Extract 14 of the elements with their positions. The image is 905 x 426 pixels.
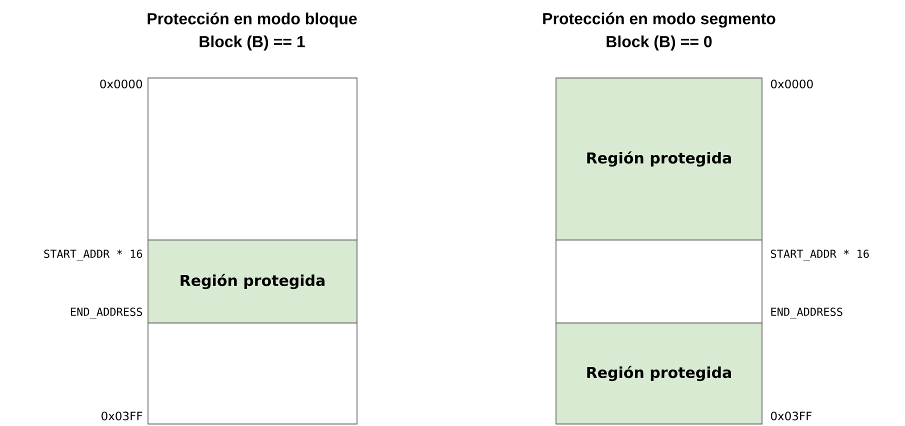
memory-band xyxy=(148,78,358,240)
address-label: START_ADDR * 16 xyxy=(770,250,869,260)
memory-band xyxy=(556,240,762,324)
memory-band xyxy=(148,322,358,424)
address-label: END_ADDRESS xyxy=(771,308,842,318)
protected-region-band: Región protegida xyxy=(556,322,762,424)
panel-heading: Protección en modo segmento xyxy=(543,12,776,28)
panel-heading: Block (B) == 0 xyxy=(606,36,712,50)
panel-heading: Block (B) == 1 xyxy=(200,36,305,50)
address-label: START_ADDR * 16 xyxy=(44,250,142,260)
panel-heading: Protección en modo bloque xyxy=(148,12,357,28)
protected-region-band: Región protegida xyxy=(556,78,762,240)
protected-region-band: Región protegida xyxy=(148,240,358,324)
address-label: END_ADDRESS xyxy=(71,308,142,318)
